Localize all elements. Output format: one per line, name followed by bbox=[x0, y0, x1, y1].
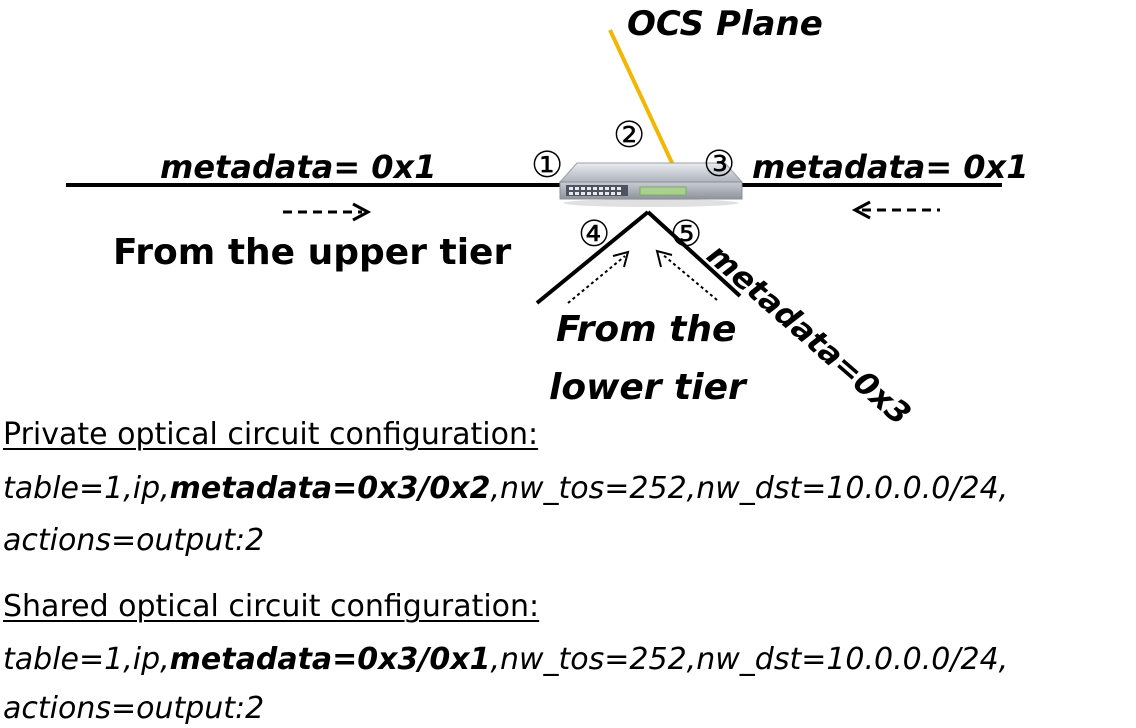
private-config-metadata: metadata=0x3/0x2 bbox=[169, 471, 491, 506]
private-config-flow: table=1,ip,metadata=0x3/0x2,nw_tos=252,n… bbox=[3, 474, 1008, 504]
ocs-plane-label: OCS Plane bbox=[627, 4, 823, 44]
port-1-label: ① bbox=[531, 145, 563, 186]
upper-tier-label: From the upper tier bbox=[113, 232, 511, 273]
shared-config-flow: table=1,ip,metadata=0x3/0x1,nw_tos=252,n… bbox=[3, 645, 1008, 675]
right-dashed-arrow-icon bbox=[283, 202, 372, 222]
shared-config-title: Shared optical circuit configuration: bbox=[3, 589, 540, 624]
left-dashed-arrow-icon bbox=[851, 200, 940, 220]
private-config-title: Private optical circuit configuration: bbox=[3, 417, 539, 452]
port-2-label: ② bbox=[613, 115, 645, 156]
lower-left-link bbox=[535, 210, 650, 305]
left-metadata-label: metadata= 0x1 bbox=[160, 148, 436, 186]
network-diagram: OCS Plane ① ② ③ ④ ⑤ metadata= 0x1 metada… bbox=[66, 4, 1028, 433]
lower-left-dotted-arrow-icon bbox=[567, 250, 630, 304]
shared-config-actions: actions=output:2 bbox=[3, 691, 265, 726]
private-config-prefix: table=1,ip, bbox=[3, 471, 170, 506]
port-3-label: ③ bbox=[703, 144, 735, 185]
ocs-plane-line bbox=[608, 29, 675, 166]
port-5-label: ⑤ bbox=[670, 214, 702, 255]
lower-right-dotted-arrow-icon bbox=[655, 249, 718, 301]
shared-config-metadata: metadata=0x3/0x1 bbox=[169, 642, 491, 677]
private-config-suffix: ,nw_tos=252,nw_dst=10.0.0.0/24, bbox=[490, 471, 1009, 506]
switch-icon bbox=[558, 162, 744, 207]
right-metadata-label: metadata= 0x1 bbox=[752, 148, 1028, 186]
lower-tier-label-line1: From the bbox=[556, 309, 736, 350]
private-config-actions: actions=output:2 bbox=[3, 523, 265, 558]
lower-right-link bbox=[646, 210, 742, 298]
shared-config-prefix: table=1,ip, bbox=[3, 642, 170, 677]
lower-tier-label-line2: lower tier bbox=[549, 367, 748, 408]
port-4-label: ④ bbox=[578, 214, 610, 255]
shared-config-suffix: ,nw_tos=252,nw_dst=10.0.0.0/24, bbox=[490, 642, 1009, 677]
